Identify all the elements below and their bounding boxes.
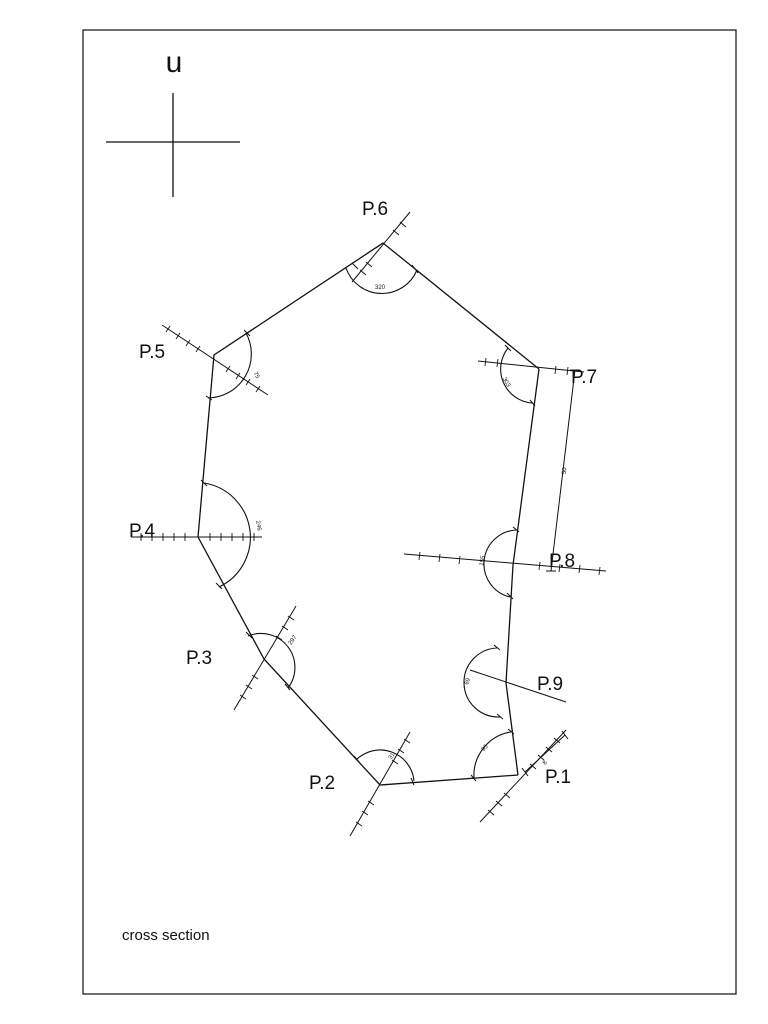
dimension-label-p1: 8 — [542, 760, 549, 767]
baseline-p6 — [351, 211, 411, 283]
baseline-p5 — [161, 324, 269, 396]
angle-label-p8: 155 — [479, 555, 487, 567]
angle-arc-p2 — [355, 749, 415, 782]
baseline-ticks — [140, 221, 601, 827]
drawing-caption: cross section — [122, 927, 210, 944]
baseline-p3 — [233, 605, 297, 711]
station-label-p8: P.8 — [549, 551, 575, 572]
station-baselines — [131, 211, 607, 837]
angle-label-p3: 297 — [288, 634, 299, 646]
angle-label-p7: 303 — [501, 377, 512, 389]
baseline-p2 — [349, 731, 411, 837]
angle-label-p5: 75 — [252, 371, 261, 380]
angle-label-p9: 69 — [464, 677, 472, 686]
angle-arc-p4 — [203, 482, 251, 588]
angle-arcs — [203, 267, 533, 782]
drawing-border — [82, 29, 737, 995]
traverse-polygon — [197, 242, 540, 786]
angle-arc-p3 — [247, 632, 296, 689]
station-label-p9: P.9 — [537, 674, 563, 695]
station-label-p3: P.3 — [186, 648, 212, 669]
station-label-p6: P.6 — [362, 199, 388, 220]
angle-label-p1: 95 — [481, 743, 490, 752]
traverse-leg-p7-p1 — [505, 368, 540, 776]
angle-arc-p1 — [473, 731, 512, 779]
station-label-p1: P.1 — [545, 767, 571, 788]
dimension-p1 — [521, 730, 569, 777]
north-label: u — [166, 46, 183, 79]
angle-value-labels: 320 75 246 297 31 95 69 155 303 50 8 — [252, 285, 569, 767]
station-labels: P.1 P.2 P.3 P.4 P.5 P.6 P.7 P.8 P.9 — [129, 199, 597, 794]
angle-label-p6: 320 — [375, 285, 386, 291]
angle-arc-p9 — [463, 647, 501, 718]
dimension-label-p7-p8: 50 — [562, 467, 569, 475]
angle-arc-p6 — [345, 267, 418, 295]
leg-arrow-ticks — [200, 262, 536, 786]
baseline-p9 — [469, 669, 567, 703]
dimension-p7-p8 — [546, 369, 580, 572]
north-indicator: u — [106, 46, 240, 197]
baseline-p1 — [479, 729, 567, 823]
angle-arc-p5 — [207, 332, 252, 399]
baseline-p8 — [403, 553, 607, 572]
angle-arc-p8 — [483, 529, 517, 598]
station-label-p7: P.7 — [571, 367, 597, 388]
baseline-p7 — [477, 360, 585, 373]
angle-label-p2: 31 — [388, 751, 397, 760]
station-label-p5: P.5 — [139, 342, 165, 363]
station-label-p4: P.4 — [129, 521, 156, 542]
station-label-p2: P.2 — [309, 773, 335, 794]
angle-arc-p7 — [500, 347, 533, 404]
angle-label-p4: 246 — [254, 520, 262, 532]
